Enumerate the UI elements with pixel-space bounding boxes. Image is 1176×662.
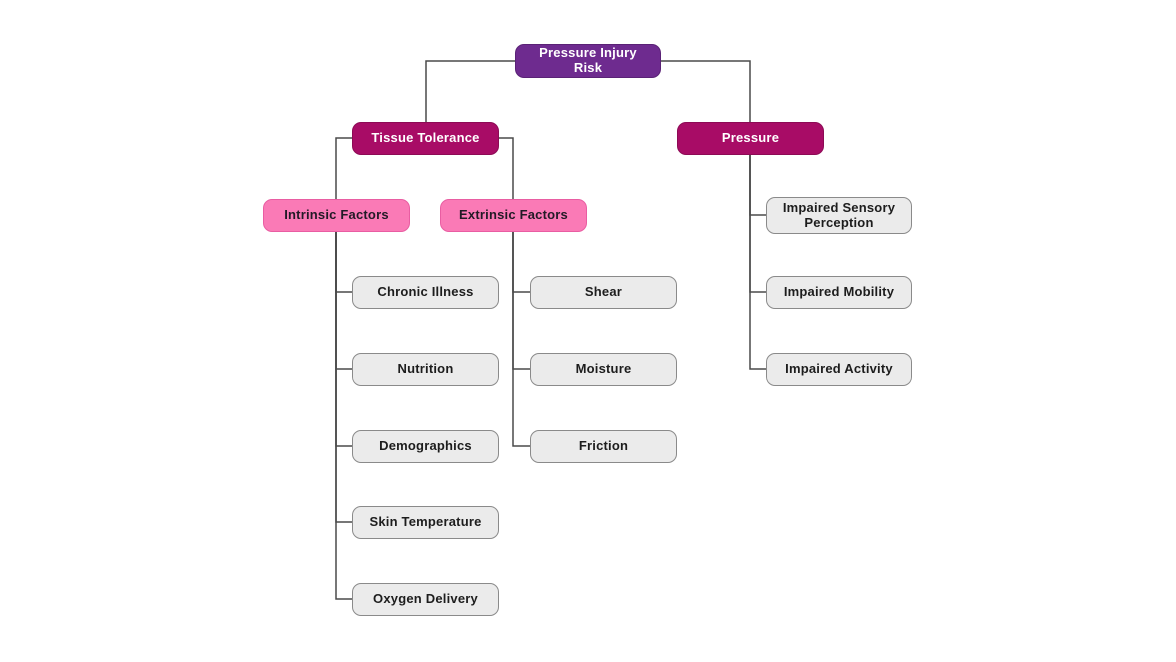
- node-impaired-activity[interactable]: Impaired Activity: [766, 353, 912, 386]
- node-impaired-sensory-perception[interactable]: Impaired Sensory Perception: [766, 197, 912, 234]
- node-label: Skin Temperature: [369, 514, 482, 530]
- node-moisture[interactable]: Moisture: [530, 353, 677, 386]
- node-label: Pressure Injury Risk: [539, 45, 637, 75]
- connector-moisture: [512, 232, 530, 370]
- connector-skin-temperature: [335, 232, 352, 523]
- node-label: Intrinsic Factors: [284, 207, 389, 223]
- connector-extrinsic-factors: [499, 137, 514, 199]
- connector-chronic-illness: [335, 232, 352, 293]
- node-label: Impaired Sensory Perception: [782, 199, 896, 230]
- node-label: Impaired Activity: [785, 361, 893, 377]
- node-chronic-illness[interactable]: Chronic Illness: [352, 276, 499, 309]
- node-intrinsic-factors[interactable]: Intrinsic Factors: [263, 199, 410, 232]
- node-label: Extrinsic Factors: [459, 207, 568, 223]
- node-label: Demographics: [379, 438, 472, 454]
- node-label: Impaired Mobility: [783, 284, 895, 300]
- connector-friction: [512, 232, 530, 447]
- node-extrinsic-factors[interactable]: Extrinsic Factors: [440, 199, 587, 232]
- node-label: Friction: [578, 438, 629, 454]
- node-pressure-injury-risk[interactable]: Pressure Injury Risk: [515, 44, 661, 78]
- connector-oxygen-delivery: [335, 232, 352, 600]
- node-skin-temperature[interactable]: Skin Temperature: [352, 506, 499, 539]
- node-friction[interactable]: Friction: [530, 430, 677, 463]
- connector-impaired-activity: [749, 155, 766, 370]
- node-label: Pressure: [721, 130, 780, 146]
- connector-pressure: [661, 60, 751, 122]
- connector-impaired-mobility: [749, 155, 766, 293]
- connector-tissue-tolerance: [425, 60, 515, 122]
- connector-demographics: [335, 232, 352, 447]
- node-label: Nutrition: [397, 361, 454, 377]
- node-pressure[interactable]: Pressure: [677, 122, 824, 155]
- node-shear[interactable]: Shear: [530, 276, 677, 309]
- connector-intrinsic-factors: [335, 137, 352, 199]
- node-label: Shear: [584, 284, 623, 300]
- node-label: Tissue Tolerance: [371, 130, 480, 146]
- connector-shear: [512, 232, 530, 293]
- node-oxygen-delivery[interactable]: Oxygen Delivery: [352, 583, 499, 616]
- node-demographics[interactable]: Demographics: [352, 430, 499, 463]
- node-nutrition[interactable]: Nutrition: [352, 353, 499, 386]
- node-impaired-mobility[interactable]: Impaired Mobility: [766, 276, 912, 309]
- node-label: Moisture: [575, 361, 632, 377]
- connector-impaired-sensory-perception: [749, 155, 766, 216]
- node-label: Oxygen Delivery: [373, 591, 478, 607]
- node-tissue-tolerance[interactable]: Tissue Tolerance: [352, 122, 499, 155]
- node-label: Chronic Illness: [377, 284, 474, 300]
- connector-nutrition: [335, 232, 352, 370]
